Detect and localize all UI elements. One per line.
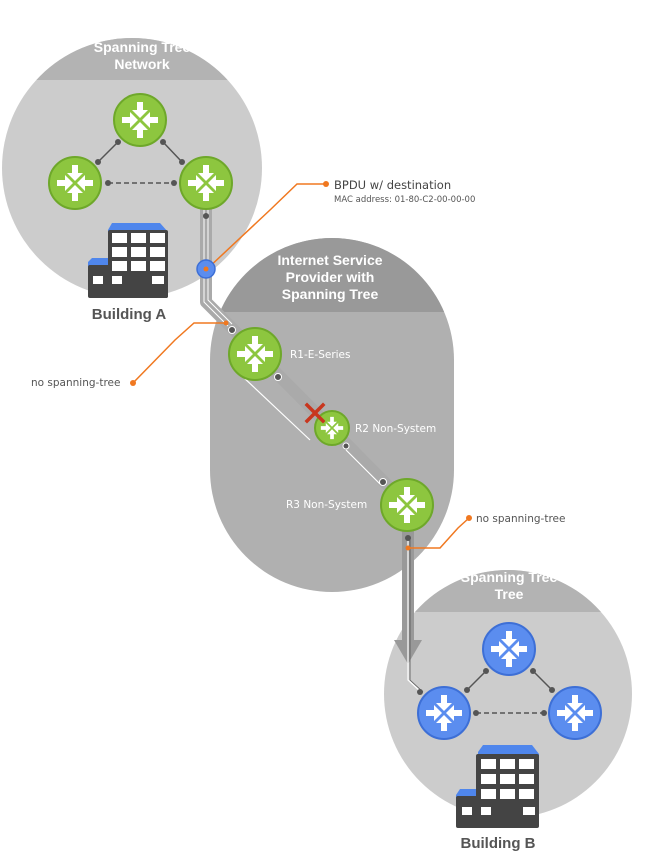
- router-arrows-icon: [188, 165, 224, 201]
- router-arrows-icon: [57, 165, 93, 201]
- router-r1-label: R1-E-Series: [290, 349, 350, 361]
- router-a-left[interactable]: [48, 156, 102, 210]
- building-b-icon: [456, 745, 539, 828]
- router-arrows-icon: [389, 487, 425, 523]
- region-b-title-2: Tree: [495, 586, 524, 602]
- router-arrows-icon: [491, 631, 527, 667]
- router-r2-label: R2 Non-System: [355, 423, 436, 435]
- isp-title-3: Spanning Tree: [282, 286, 379, 302]
- downstream-path: [394, 530, 424, 693]
- no-stp-callout-left: no spanning-tree: [31, 320, 229, 389]
- building-b-label: Building B: [461, 835, 536, 852]
- router-b-top[interactable]: [482, 622, 536, 676]
- blocked-port-icon: [304, 402, 326, 424]
- router-r3-label: R3 Non-System: [286, 499, 367, 511]
- building-a-icon: [88, 223, 168, 298]
- network-b-links: [405, 535, 555, 716]
- region-a-title-2: Network: [114, 56, 169, 72]
- region-b-title-1: Spanning Tree: [461, 569, 558, 585]
- router-b-right[interactable]: [548, 686, 602, 740]
- region-a-title-1: Spanning Tree: [94, 39, 191, 55]
- network-a-links: [95, 139, 209, 219]
- router-b-left[interactable]: [417, 686, 471, 740]
- bpdu-callout: BPDU w/ destination MAC address: 01-80-C…: [196, 178, 475, 279]
- router-arrows-icon: [426, 695, 462, 731]
- bpdu-mac-label: MAC address: 01-80-C2-00-00-00: [334, 195, 475, 205]
- isp-title-1: Internet Service: [277, 252, 382, 268]
- router-a-top[interactable]: [113, 93, 167, 147]
- isp-link-dots: [228, 326, 387, 486]
- router-arrows-icon: [237, 336, 273, 372]
- router-arrows-icon: [122, 102, 158, 138]
- no-stp-label-right: no spanning-tree: [476, 513, 565, 525]
- no-stp-label-left: no spanning-tree: [31, 377, 120, 389]
- router-a-right[interactable]: [179, 156, 233, 210]
- bpdu-label: BPDU w/ destination: [334, 178, 451, 192]
- router-r3[interactable]: [380, 478, 434, 532]
- router-arrows-icon: [320, 416, 344, 440]
- no-stp-callout-right: no spanning-tree: [405, 513, 565, 551]
- router-arrows-icon: [557, 695, 593, 731]
- isp-title-2: Provider with: [286, 269, 375, 285]
- building-a-label: Building A: [92, 306, 167, 323]
- router-r1[interactable]: [228, 327, 282, 381]
